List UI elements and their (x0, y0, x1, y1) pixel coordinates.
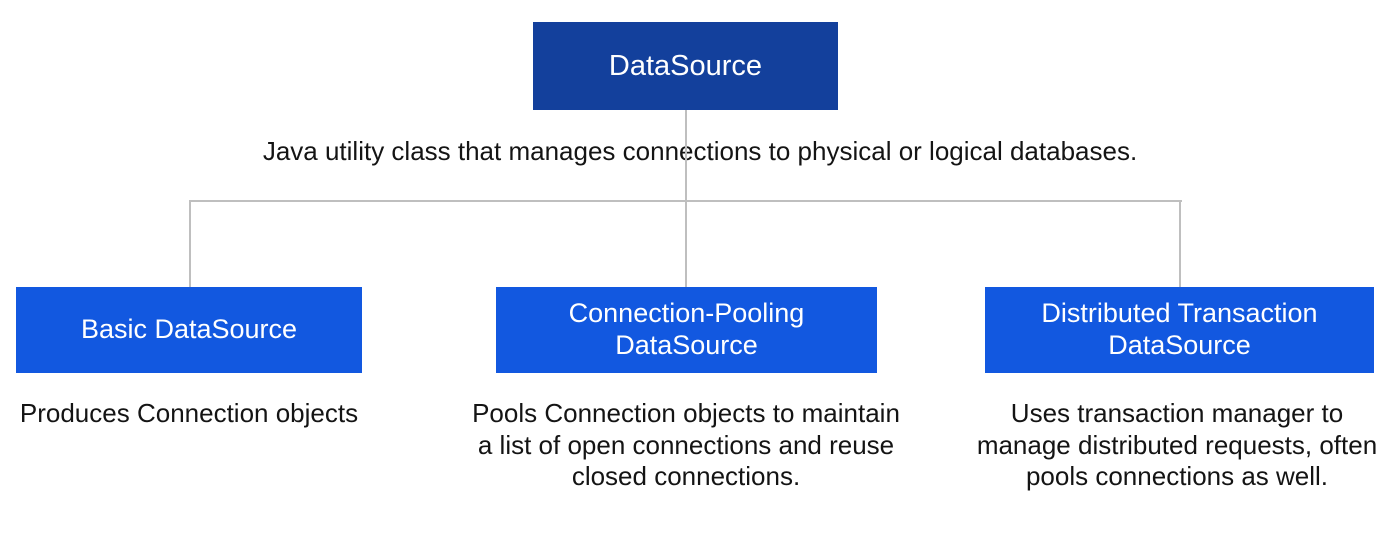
node-connection-pooling-datasource[interactable]: Connection-Pooling DataSource (496, 287, 877, 373)
connector-drop-connection-pooling-datasource (685, 200, 687, 288)
root-description: Java utility class that manages connecti… (262, 136, 1138, 166)
caption-distributed-transaction-datasource: Uses transaction manager to manage distr… (976, 398, 1378, 492)
caption-connection-pooling-datasource: Pools Connection objects to maintain a l… (472, 398, 900, 492)
node-distributed-transaction-datasource[interactable]: Distributed Transaction DataSource (985, 287, 1374, 373)
connector-root-stem (685, 110, 687, 202)
connector-drop-basic-datasource (189, 200, 191, 288)
node-datasource-root[interactable]: DataSource (533, 22, 838, 110)
caption-basic-datasource: Produces Connection objects (19, 398, 359, 428)
node-basic-datasource[interactable]: Basic DataSource (16, 287, 362, 373)
connector-drop-distributed-transaction-datasource (1179, 200, 1181, 288)
